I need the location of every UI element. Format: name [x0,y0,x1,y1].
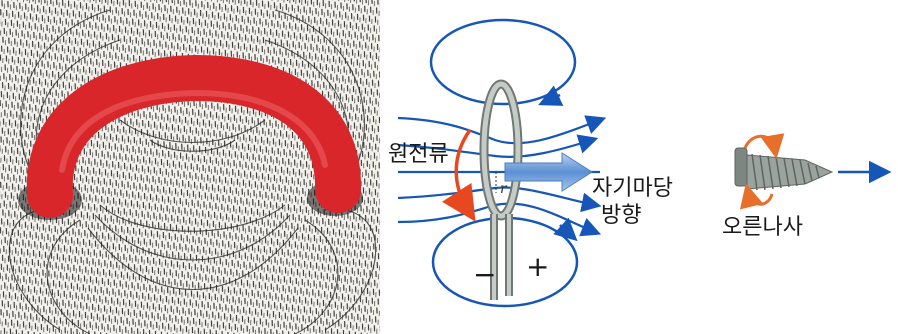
current-loop-diagram: r 원전류 자기마당 방향 − + [388,20,673,306]
rotation-arrow-bottom [748,192,772,204]
current-arrow [456,130,470,210]
iron-filings-photo [0,0,380,334]
radius-label: r [500,181,508,197]
plus-terminal: + [526,250,549,283]
right-screw-diagram: 오른나사 [722,136,884,240]
right-screw-label: 오른나사 [722,215,803,240]
minus-terminal: − [473,258,496,291]
field-loop-top [431,20,575,104]
field-direction-label-2: 방향 [601,203,641,228]
screw-icon [735,148,832,190]
loop-current-label: 원전류 [388,142,449,167]
rotation-arrow-top [745,136,775,150]
field-direction-label-1: 자기마당 [592,176,673,201]
